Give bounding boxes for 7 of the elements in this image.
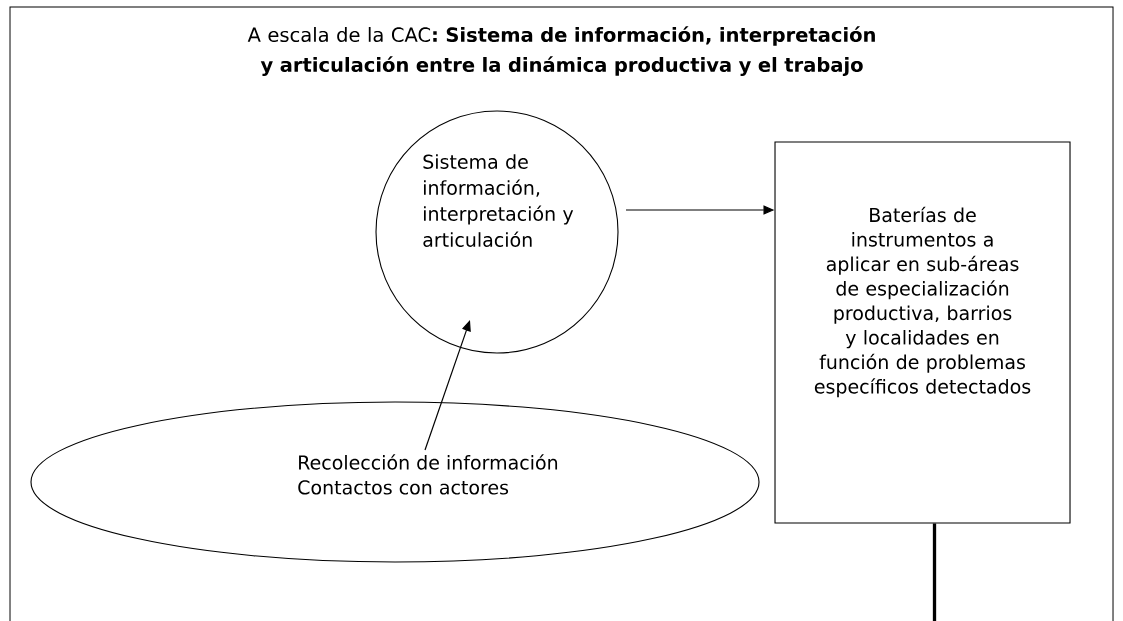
heading: A escala de la CAC: Sistema de información, interpretación y articulación entre la dinámica productiva y el trabajo — [247, 26, 875, 76]
circle-text: Sistema de información, interpretación y articulación — [423, 154, 574, 247]
arrow — [424, 320, 471, 451]
connector-line — [932, 523, 937, 621]
ellipse-text: Recolección de información — [299, 454, 558, 470]
box-text: Baterías de instrumentos a aplicar en sub-áreas de especialización productiva, barrios y localidades en función de problemas específicos detectados — [814, 206, 1031, 398]
ellipse-text: Contactos con actores — [298, 480, 509, 495]
